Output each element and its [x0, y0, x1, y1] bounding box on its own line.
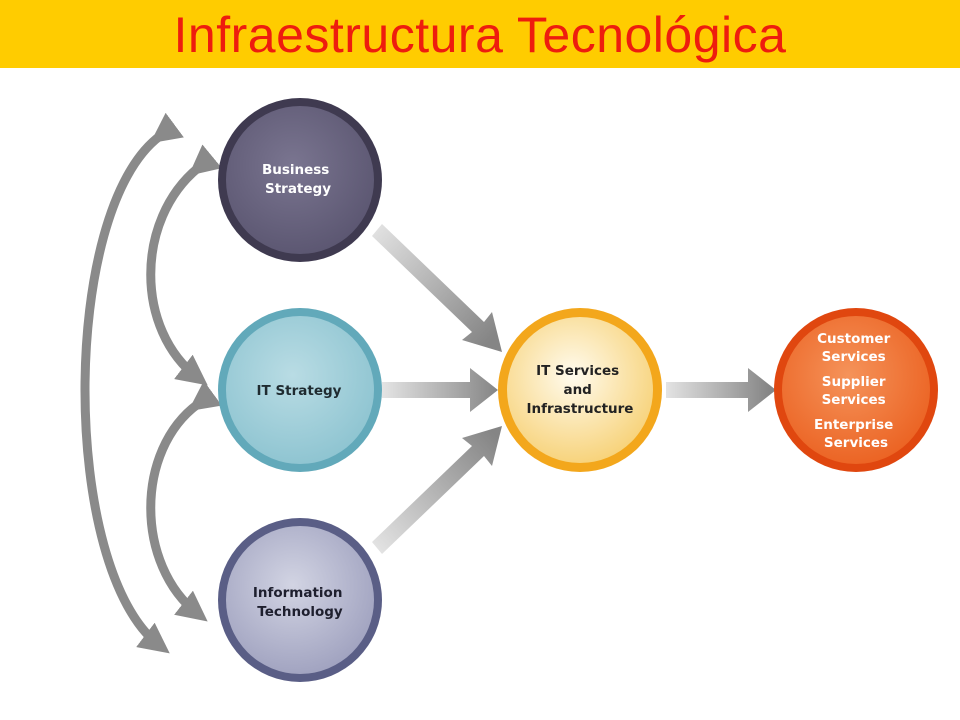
node-information-technology: Information Technology	[218, 518, 382, 682]
it-services-line1: IT Services	[536, 363, 619, 379]
business-strategy-line2: Strategy	[265, 181, 331, 197]
upper-alignment-arrow	[146, 144, 222, 386]
services-line4: Services	[822, 392, 886, 408]
services-line3: Supplier	[822, 374, 886, 390]
arrow-services-to-outcomes	[666, 368, 776, 412]
svg-text:Customer Services: Customer Services Supplier Services Ente…	[814, 331, 898, 451]
node-business-services: Customer Services Supplier Services Ente…	[774, 308, 938, 472]
page-title: Infraestructura Tecnológica	[173, 7, 787, 63]
svg-text:IT Services and In: IT Services and Infrastructure	[527, 363, 634, 417]
outer-feedback-arrow	[80, 112, 184, 654]
business-strategy-line1: Business	[262, 162, 329, 178]
services-line1: Customer	[817, 331, 891, 347]
it-services-line2: and	[563, 382, 591, 398]
arrow-infotech-to-services	[372, 426, 502, 554]
title-bar: Infraestructura Tecnológica	[0, 0, 960, 68]
arrow-business-to-services	[372, 224, 502, 352]
node-business-strategy: Business Strategy	[218, 98, 382, 262]
it-infrastructure-diagram: Business Strategy IT Strategy Informatio…	[80, 98, 938, 682]
information-technology-line2: Technology	[257, 604, 343, 620]
lower-alignment-arrow	[146, 380, 222, 622]
node-it-services-infrastructure: IT Services and Infrastructure	[498, 308, 662, 472]
arrow-itstrategy-to-services	[382, 368, 498, 412]
services-line2: Services	[822, 349, 886, 365]
it-strategy-line1: IT Strategy	[257, 383, 342, 399]
svg-text:Information Technology: Information Technology	[253, 585, 347, 620]
it-services-line3: Infrastructure	[527, 401, 634, 417]
node-it-strategy: IT Strategy	[218, 308, 382, 472]
information-technology-line1: Information	[253, 585, 343, 601]
svg-text:Business Strategy: Business Strategy	[262, 162, 334, 197]
services-line6: Services	[824, 435, 888, 451]
services-line5: Enterprise	[814, 417, 893, 433]
svg-text:IT Strategy: IT Strategy	[257, 383, 342, 399]
